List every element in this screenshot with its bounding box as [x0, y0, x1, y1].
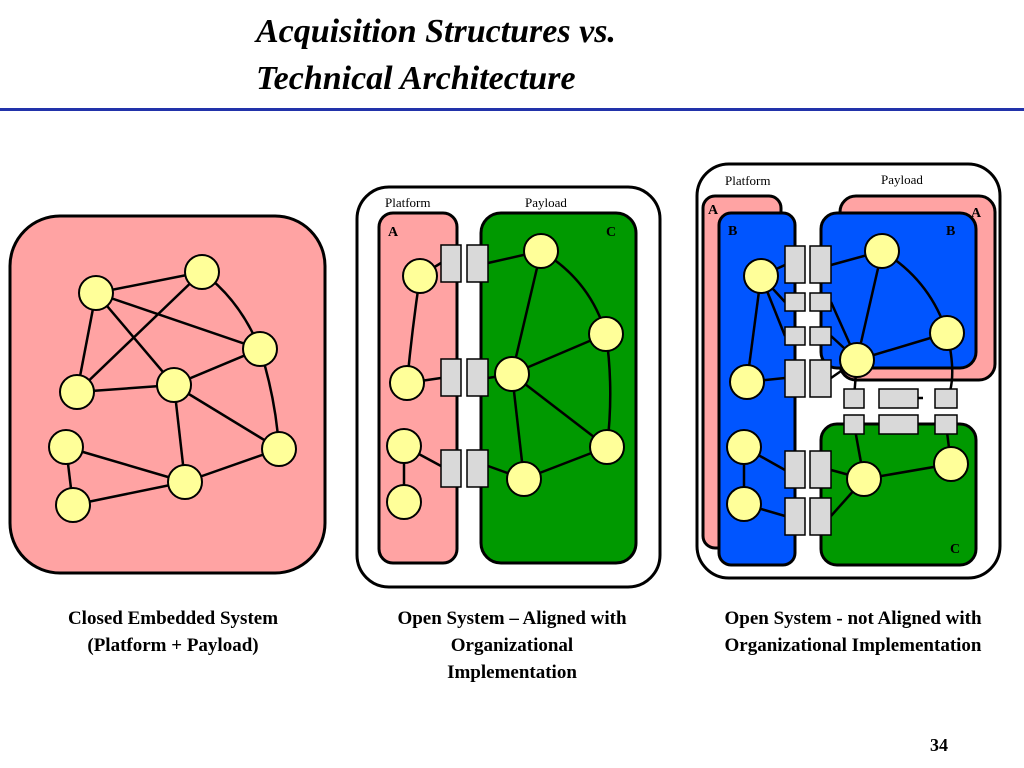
component-node — [839, 342, 875, 378]
component-node — [929, 315, 965, 351]
aligned-interfaces — [440, 244, 489, 488]
component-node — [588, 316, 624, 352]
caption-line: Organizational — [450, 635, 574, 656]
payload-label: Payload — [881, 172, 923, 187]
closed-system-nodes — [48, 254, 297, 523]
component-node — [48, 429, 84, 465]
interface-connector — [784, 245, 806, 284]
component-node — [402, 258, 438, 294]
component-node — [726, 429, 762, 465]
slide-title-line1: Acquisition Structures vs. — [256, 13, 616, 50]
component-node — [59, 374, 95, 410]
component-node — [726, 486, 762, 522]
interface-connector — [878, 388, 919, 409]
interface-connector — [784, 326, 806, 346]
platform-label: Platform — [385, 195, 431, 210]
component-node — [78, 275, 114, 311]
slide-title: Acquisition Structures vs. Technical Arc… — [256, 8, 996, 102]
interface-connector — [809, 245, 832, 284]
interface-connector — [809, 497, 832, 536]
caption-line: (Platform + Payload) — [87, 635, 259, 656]
caption-line: Open System - not Aligned with — [724, 608, 982, 629]
interface-connector — [843, 388, 865, 409]
aligned-system-diagram: Platform Payload A C — [355, 185, 662, 589]
module-letter-c: C — [950, 542, 960, 557]
interface-connector — [784, 450, 806, 489]
not-aligned-nodes — [726, 233, 969, 522]
module-letter-c: C — [606, 225, 616, 240]
component-node — [55, 487, 91, 523]
component-node — [589, 429, 625, 465]
title-divider — [0, 108, 1024, 111]
component-node — [389, 365, 425, 401]
module-letter-b: B — [728, 224, 737, 239]
interface-connector — [784, 292, 806, 312]
interface-connector — [784, 359, 806, 398]
caption-not-aligned-system: Open System - not Aligned with Organizat… — [692, 605, 1014, 659]
interface-connector — [934, 388, 958, 409]
caption-line: Closed Embedded System — [67, 608, 279, 629]
slide-title-line2: Technical Architecture — [256, 60, 576, 97]
interface-connector — [878, 414, 919, 435]
not-aligned-system-diagram: Platform Payload A A B B C — [695, 162, 1002, 580]
interface-connector — [784, 497, 806, 536]
component-node — [846, 461, 882, 497]
interface-connector — [440, 449, 462, 488]
platform-label: Platform — [725, 173, 771, 188]
module-letter-a: A — [388, 225, 399, 240]
interface-connector — [466, 244, 489, 283]
closed-system-links — [64, 270, 281, 507]
interface-connector — [809, 359, 832, 398]
interface-connector — [440, 358, 462, 397]
interface-connector — [440, 244, 462, 283]
interface-connector — [934, 414, 958, 435]
page-number: 34 — [930, 735, 948, 755]
component-node — [494, 356, 530, 392]
interface-connector — [466, 449, 489, 488]
aligned-nodes — [386, 233, 625, 520]
caption-closed-system: Closed Embedded System (Platform + Paylo… — [20, 605, 326, 659]
interface-connector — [809, 450, 832, 489]
interface-connector — [809, 326, 832, 346]
component-node — [167, 464, 203, 500]
closed-system-diagram — [8, 214, 327, 575]
component-node — [386, 484, 422, 520]
component-node — [184, 254, 220, 290]
caption-line: Organizational Implementation — [724, 635, 982, 656]
component-node — [261, 431, 297, 467]
component-node — [242, 331, 278, 367]
component-node — [933, 446, 969, 482]
component-node — [523, 233, 559, 269]
caption-line: Implementation — [447, 662, 577, 683]
component-node — [743, 258, 779, 294]
payload-label: Payload — [525, 195, 567, 210]
module-letter-a: A — [971, 206, 982, 221]
caption-line: Open System – Aligned with — [397, 608, 627, 629]
caption-aligned-system: Open System – Aligned with Organizationa… — [356, 605, 668, 686]
component-node — [729, 364, 765, 400]
component-node — [156, 367, 192, 403]
module-letter-b: B — [946, 224, 955, 239]
interface-connector — [466, 358, 489, 397]
not-aligned-interfaces — [784, 245, 958, 536]
interface-connector — [809, 292, 832, 312]
component-node — [506, 461, 542, 497]
interface-connector — [843, 414, 865, 435]
component-node — [864, 233, 900, 269]
component-node — [386, 428, 422, 464]
module-letter-a: A — [708, 203, 719, 218]
